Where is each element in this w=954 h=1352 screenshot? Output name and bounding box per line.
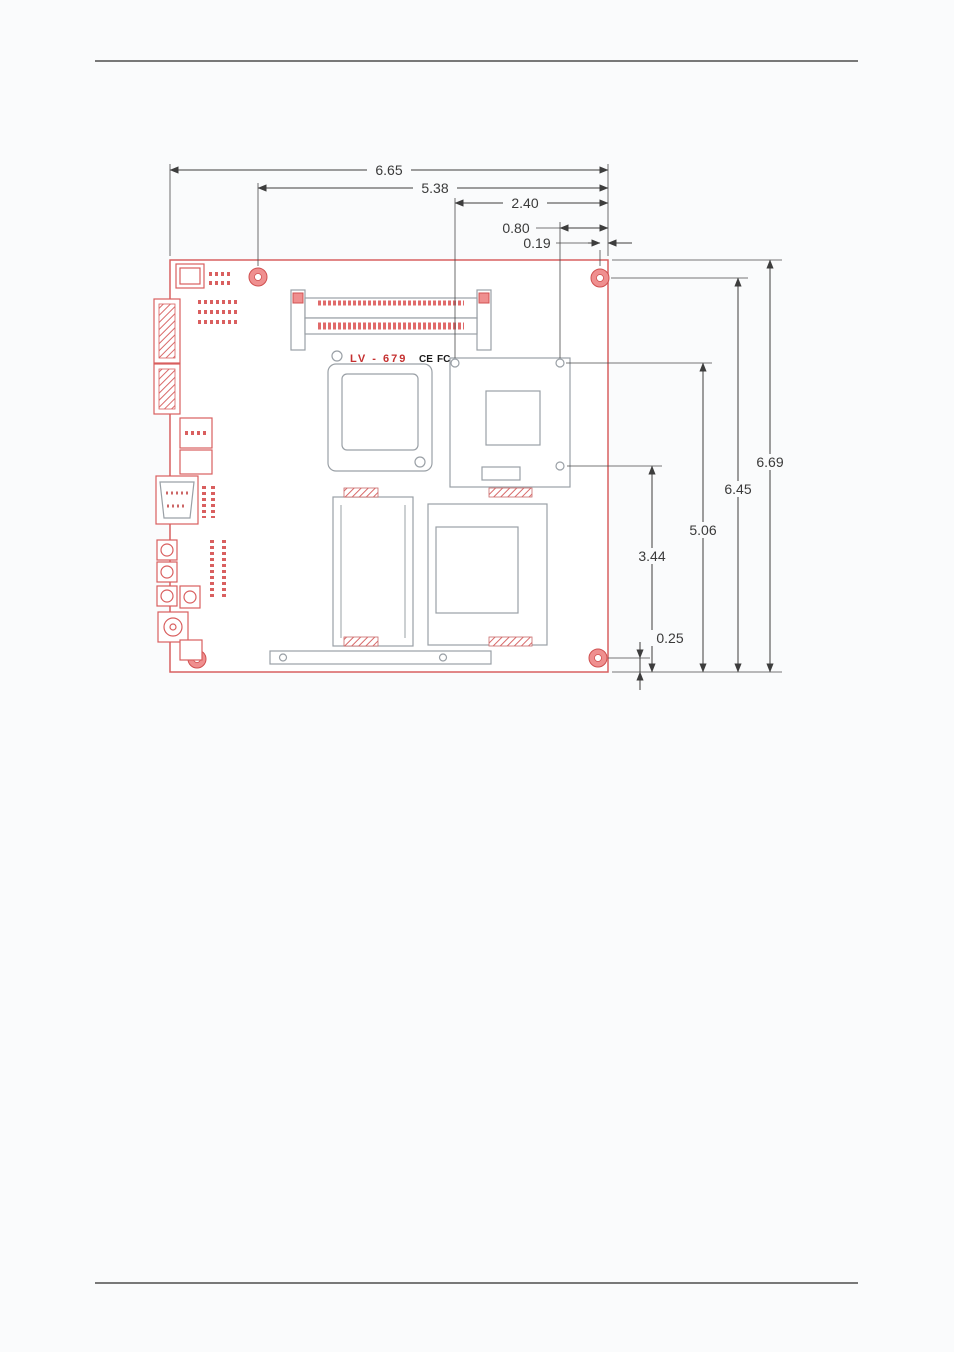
audio-jack xyxy=(160,565,174,579)
dc-jack xyxy=(169,623,177,631)
dim-width-overall: 6.65 xyxy=(169,162,609,256)
io-connector xyxy=(179,449,213,475)
board-silkscreen: LV - 679 xyxy=(350,353,407,365)
dim-label: 2.40 xyxy=(511,195,538,211)
dim-label: 0.19 xyxy=(523,235,550,251)
cf-card-socket xyxy=(332,487,414,647)
pcb-board: LV - 679 CE FC xyxy=(153,259,610,673)
fcc-mark: FC xyxy=(437,354,450,365)
screw-hole xyxy=(331,350,343,362)
socket-hole xyxy=(450,358,460,368)
dim-label: 5.06 xyxy=(689,522,716,538)
io-connector xyxy=(179,267,201,285)
dim-hole-to-board-edge: 0.19 xyxy=(518,235,632,266)
audio-jack xyxy=(160,589,174,603)
dim-label: 0.80 xyxy=(502,220,529,236)
cpu-socket xyxy=(449,357,571,488)
hatch-pad xyxy=(488,636,533,647)
hatch-pad xyxy=(488,487,533,498)
io-connector xyxy=(179,639,203,661)
mounting-hole xyxy=(590,268,610,288)
dim-hole-to-bottom: 6.45 xyxy=(611,277,760,673)
chipset-socket xyxy=(327,363,433,472)
socket-hole xyxy=(555,358,565,368)
bottom-edge-connector xyxy=(269,650,492,665)
dim-label: 3.44 xyxy=(638,548,665,564)
dim-label: 5.38 xyxy=(421,180,448,196)
dim-socket-top-to-bottom: 5.06 xyxy=(566,362,725,673)
sodimm-socket xyxy=(290,289,492,362)
dim-label: 6.45 xyxy=(724,481,751,497)
dim-label: 6.65 xyxy=(375,162,402,178)
io-connector xyxy=(158,368,176,410)
dim-hole-to-bottom-edge: 0.25 xyxy=(608,630,692,690)
dim-label: 6.69 xyxy=(756,454,783,470)
mounting-hole xyxy=(588,648,608,668)
dimension-annotations: 6.65 5.38 2.40 0.80 xyxy=(169,162,792,690)
serial-port xyxy=(159,481,195,519)
dim-socket-hole-to-edge: 0.80 xyxy=(496,220,609,358)
io-connectors xyxy=(153,263,238,661)
io-connector xyxy=(183,590,197,604)
bga-chip xyxy=(427,487,548,647)
mounting-hole xyxy=(248,267,268,287)
mounting-holes xyxy=(187,267,610,669)
dim-socket-to-edge: 2.40 xyxy=(454,195,609,358)
io-connector xyxy=(158,303,176,359)
ce-mark: CE xyxy=(419,354,433,365)
audio-jack xyxy=(160,543,174,557)
dim-hole-to-edge: 5.38 xyxy=(257,180,609,266)
dim-label: 0.25 xyxy=(656,630,683,646)
io-connector xyxy=(179,417,213,449)
hatch-pad xyxy=(343,487,379,498)
socket-hole xyxy=(555,461,565,471)
dim-socket-bottom-to-bottom: 3.44 xyxy=(567,465,674,673)
hatch-pad xyxy=(343,636,379,647)
